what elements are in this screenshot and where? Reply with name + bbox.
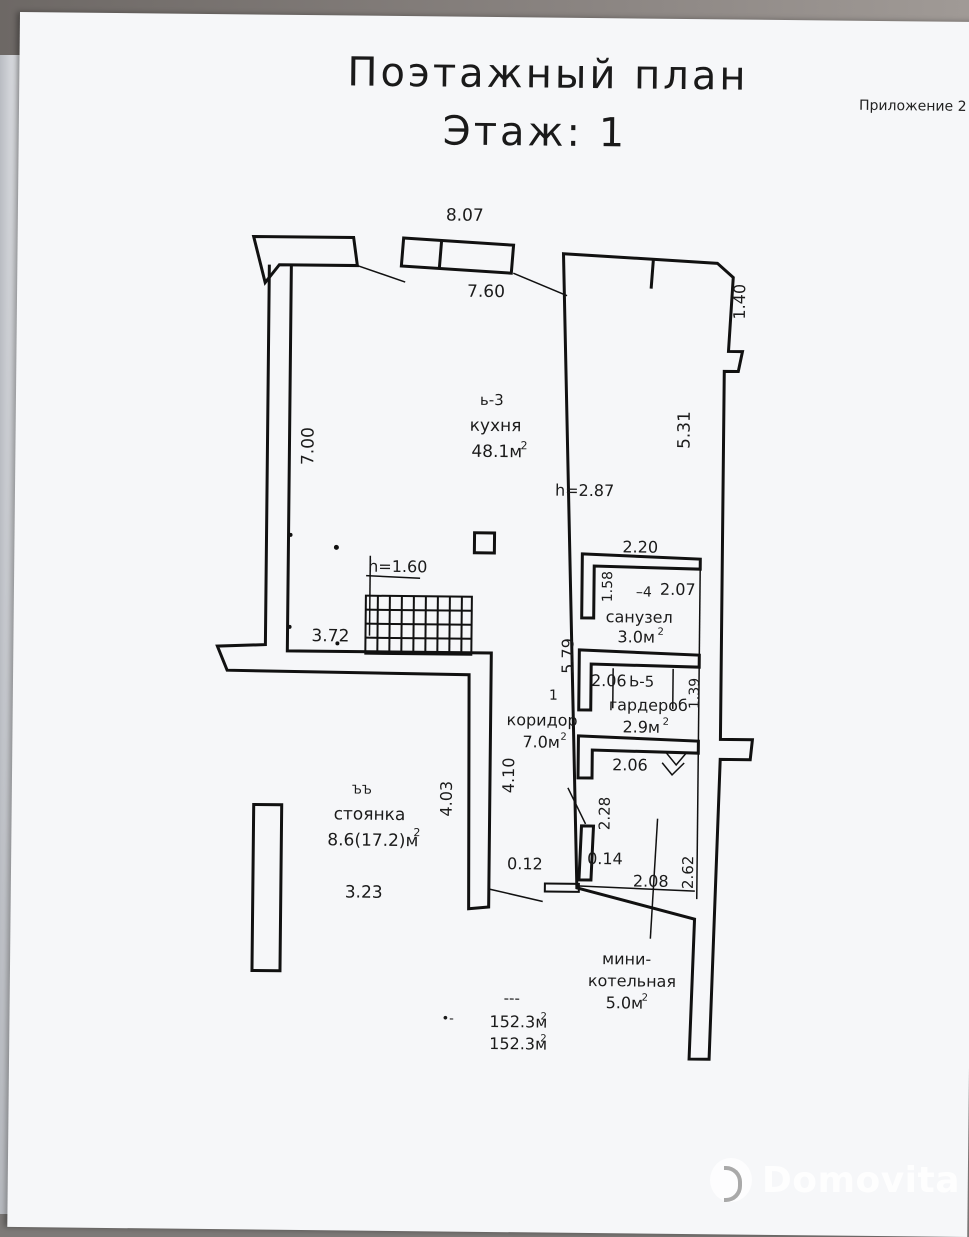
boiler-area: 5.0м [606,993,644,1012]
dim-boiler-top: 2.08 [633,871,669,890]
corridor-name: коридор [507,710,578,730]
floor-plan-sheet: Поэтажный план Этаж: 1 Приложение 2 [7,12,969,1237]
total-area-1-sup: 2 [540,1012,546,1023]
wardrobe-name: гардероб [609,695,688,715]
dim-top-outer: 8.07 [446,205,484,225]
dim-parking-bottom: 3.23 [345,882,383,902]
kitchen-area: 48.1м [471,442,522,463]
kitchen-name: кухня [470,416,522,437]
domovita-watermark: Domovita [710,1155,960,1205]
dim-stair-width: 3.72 [311,626,349,646]
boiler-area-sup: 2 [642,993,648,1004]
total-area-2-sup: 2 [540,1034,546,1045]
dim-bath-right: 2.07 [660,580,696,599]
dim-closet-left: 2.28 [595,797,613,831]
wardrobe-number: Ь-5 [629,672,654,690]
domovita-logo-icon [710,1158,752,1202]
chimney [474,533,494,553]
dim-bath-top: 2.20 [622,537,658,556]
dim-boiler-right: 2.62 [679,856,697,890]
stairs-height: h=1.60 [368,557,427,577]
bathroom-name: санузел [606,607,673,627]
wall-top-right [555,254,757,1060]
parking-number: ЪЪ [352,783,372,797]
dim-door-right: 0.14 [587,849,623,868]
wardrobe-area-sup: 2 [663,717,669,728]
watermark-text: Domovita [762,1160,960,1201]
corridor-area: 7.0м [522,732,560,751]
dim-parking-right: 4.03 [437,781,456,817]
wall-top-middle [401,238,513,273]
dim-door-left: 0.12 [507,854,543,873]
total-area-1: 152.3м [489,1012,547,1032]
bathroom-area: 3.0м [617,627,655,646]
corridor-area-sup: 2 [560,732,566,743]
totals-mark: •- [441,1011,454,1026]
dim-bath-left: 1.58 [600,571,616,602]
parking-area: 8.6(17.2)м [327,830,418,851]
boiler-name-line1: мини- [602,949,651,969]
parking-name: стоянка [334,804,406,825]
dim-corridor-wall: 4.10 [499,757,518,793]
totals-dashes: --- [504,989,520,1007]
dim-right-wall: 5.31 [674,411,694,449]
kitchen-height: h=2.87 [555,481,614,501]
boiler-name-line2: котельная [588,971,676,991]
wardrobe-area: 2.9м [622,717,660,736]
parking-area-sup: 2 [413,826,420,839]
corridor-number: 1 [549,688,558,704]
kitchen-number: ь-3 [480,391,504,409]
door [545,884,579,892]
total-area-2: 152.3м [489,1034,547,1054]
dim-closet-top: 2.06 [612,755,648,774]
dim-wardrobe-left: 2.06 [591,671,627,690]
bathroom-number: –4 [636,584,652,600]
dim-right-top: 1.40 [730,284,749,320]
dim-corridor-left: 5.79 [558,638,577,674]
dim-top-inner: 7.60 [467,282,505,302]
kitchen-area-sup: 2 [520,439,527,452]
dim-wardrobe-right: 1.39 [687,678,703,709]
dim-left-wall: 7.00 [298,427,318,465]
floor-plan-drawing: 8.07 7.60 1.40 7.00 5.31 3.72 2.20 1.58 … [7,12,969,1237]
parking-pillar [252,804,282,970]
bathroom-area-sup: 2 [657,627,663,638]
